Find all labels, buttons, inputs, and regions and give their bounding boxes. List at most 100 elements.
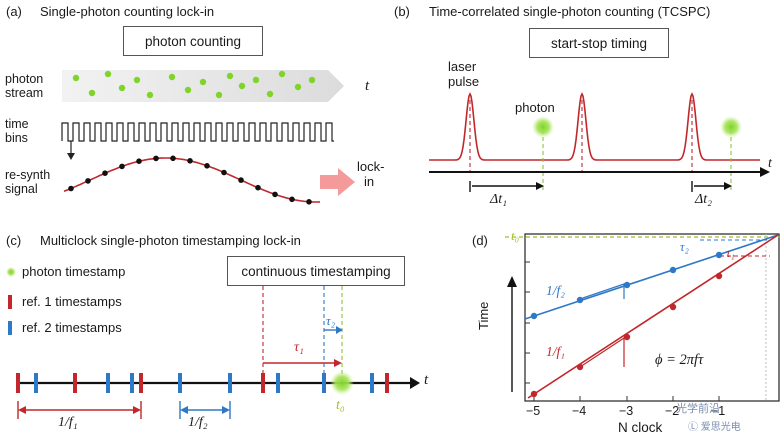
panel-d-letter: (d) [472, 233, 488, 248]
ref1-point [715, 272, 723, 280]
ref2-point [576, 296, 584, 304]
resynth-dot [170, 155, 176, 162]
panel-c-title: Multiclock single-photon timestamping lo… [40, 233, 301, 248]
resynth-dot [255, 184, 261, 191]
time-bins [61, 122, 334, 142]
lockin-label-2: in [364, 174, 375, 189]
timestamp-tick [370, 373, 374, 393]
f2-label-c: 1/f₂ [188, 415, 208, 430]
resynth-dot [238, 177, 244, 183]
resynth-dot [204, 163, 210, 169]
ref2-point [669, 266, 677, 274]
photon-dot [72, 74, 80, 82]
photon-dot [199, 78, 207, 86]
resynth-dot [102, 170, 108, 176]
timestamp-tick [385, 373, 389, 393]
photon-counting-box: photon counting [123, 26, 263, 56]
photon-dot [252, 76, 260, 84]
pulse-label: pulse [448, 74, 480, 89]
t-label-a: t [365, 78, 370, 94]
tau1-label-d: τ₁ [726, 246, 735, 260]
ref2-point [530, 312, 538, 320]
label-photon: photon [5, 72, 44, 86]
f1-label-d: 1/f₁ [546, 344, 565, 359]
ref1-point [669, 303, 677, 311]
ref1-point [623, 333, 631, 341]
period-f2-head-l [180, 406, 188, 414]
photon-dot [278, 70, 286, 78]
photon-dot [168, 73, 176, 81]
ref1-point [530, 390, 538, 398]
resynth-dot [136, 158, 142, 164]
resynth-dot [221, 169, 227, 176]
photon-dot [118, 84, 126, 92]
timestamp-tick [261, 373, 265, 393]
tau2-head [336, 326, 343, 334]
xtick-neg1: −1 [711, 404, 726, 418]
xtick-neg3: −3 [619, 404, 634, 418]
f1-label-c: 1/f₁ [58, 415, 78, 430]
period-f2-head-r [222, 406, 230, 414]
tcspc-axis-arrow [760, 167, 770, 177]
label-bins: bins [5, 131, 28, 145]
tau1-head [334, 359, 342, 367]
tau2-label-c: τ₂ [326, 313, 336, 328]
panel-a-letter: (a) [6, 4, 22, 19]
photon-timestamp-c [330, 371, 354, 395]
legend-ref1: ref. 1 timestamps [22, 294, 122, 309]
photon-dot [238, 82, 246, 90]
f2-triangle [579, 283, 625, 300]
timestamp-tick [106, 373, 110, 393]
timestamp-ticks [16, 373, 389, 393]
lock-in-arrow [320, 168, 355, 196]
panel-b-letter: (b) [394, 4, 410, 19]
legend-photon-dot [6, 267, 16, 277]
watermark-line-2: Ⓛ 爱思光电 [688, 422, 741, 433]
plot-d-points [530, 251, 723, 398]
resynth-dot [306, 199, 312, 205]
legend-photon: photon timestamp [22, 264, 126, 279]
bin-arrow-head [67, 153, 75, 160]
phase-equation: ϕ = 2πfτ [655, 352, 704, 368]
legend-ref2: ref. 2 timestamps [22, 320, 122, 335]
resynth-dot [187, 158, 193, 164]
photon-label: photon [515, 100, 555, 115]
resynth-dot [153, 155, 159, 162]
photon-dot [88, 89, 96, 97]
resynth-sine [63, 157, 321, 203]
tau1-label-c: τ₁ [294, 340, 304, 355]
continuous-timestamping-box: continuous timestamping [227, 256, 405, 286]
resynth-dot [272, 191, 278, 198]
panel-c-letter: (c) [6, 233, 22, 248]
resynth-dot [289, 196, 295, 203]
photon-dot [308, 76, 316, 84]
dt2-label: Δt₂ [695, 192, 712, 207]
photon-dot [294, 83, 302, 91]
tau2-label-d: τ₂ [680, 240, 689, 254]
timestamp-tick [276, 373, 280, 393]
ref2-point [715, 251, 723, 259]
photon-dot [146, 91, 154, 99]
resynth-dot [119, 163, 125, 170]
xtick-neg2: −2 [665, 404, 680, 418]
time-axis-arrowhead [507, 276, 517, 287]
timestamp-tick [73, 373, 77, 393]
laser-label: laser [448, 59, 477, 74]
period-f1-head-r [133, 406, 141, 414]
photon-dot [215, 91, 223, 99]
photon-dot [266, 90, 274, 98]
timestamp-tick [228, 373, 232, 393]
timestamp-tick [322, 373, 326, 393]
legend-ref1-mark [8, 295, 12, 309]
photon-stream-dots [72, 70, 316, 99]
label-time: time [5, 117, 29, 131]
time-axis-label: Time [476, 301, 491, 330]
ref2-line [524, 234, 779, 320]
timestamp-tick [130, 373, 134, 393]
period-f1-head-l [18, 406, 26, 414]
plot-d-yticks [525, 261, 530, 384]
ref2-point [623, 281, 631, 289]
f1-triangle [579, 336, 625, 368]
t-label-c: t [424, 372, 429, 388]
